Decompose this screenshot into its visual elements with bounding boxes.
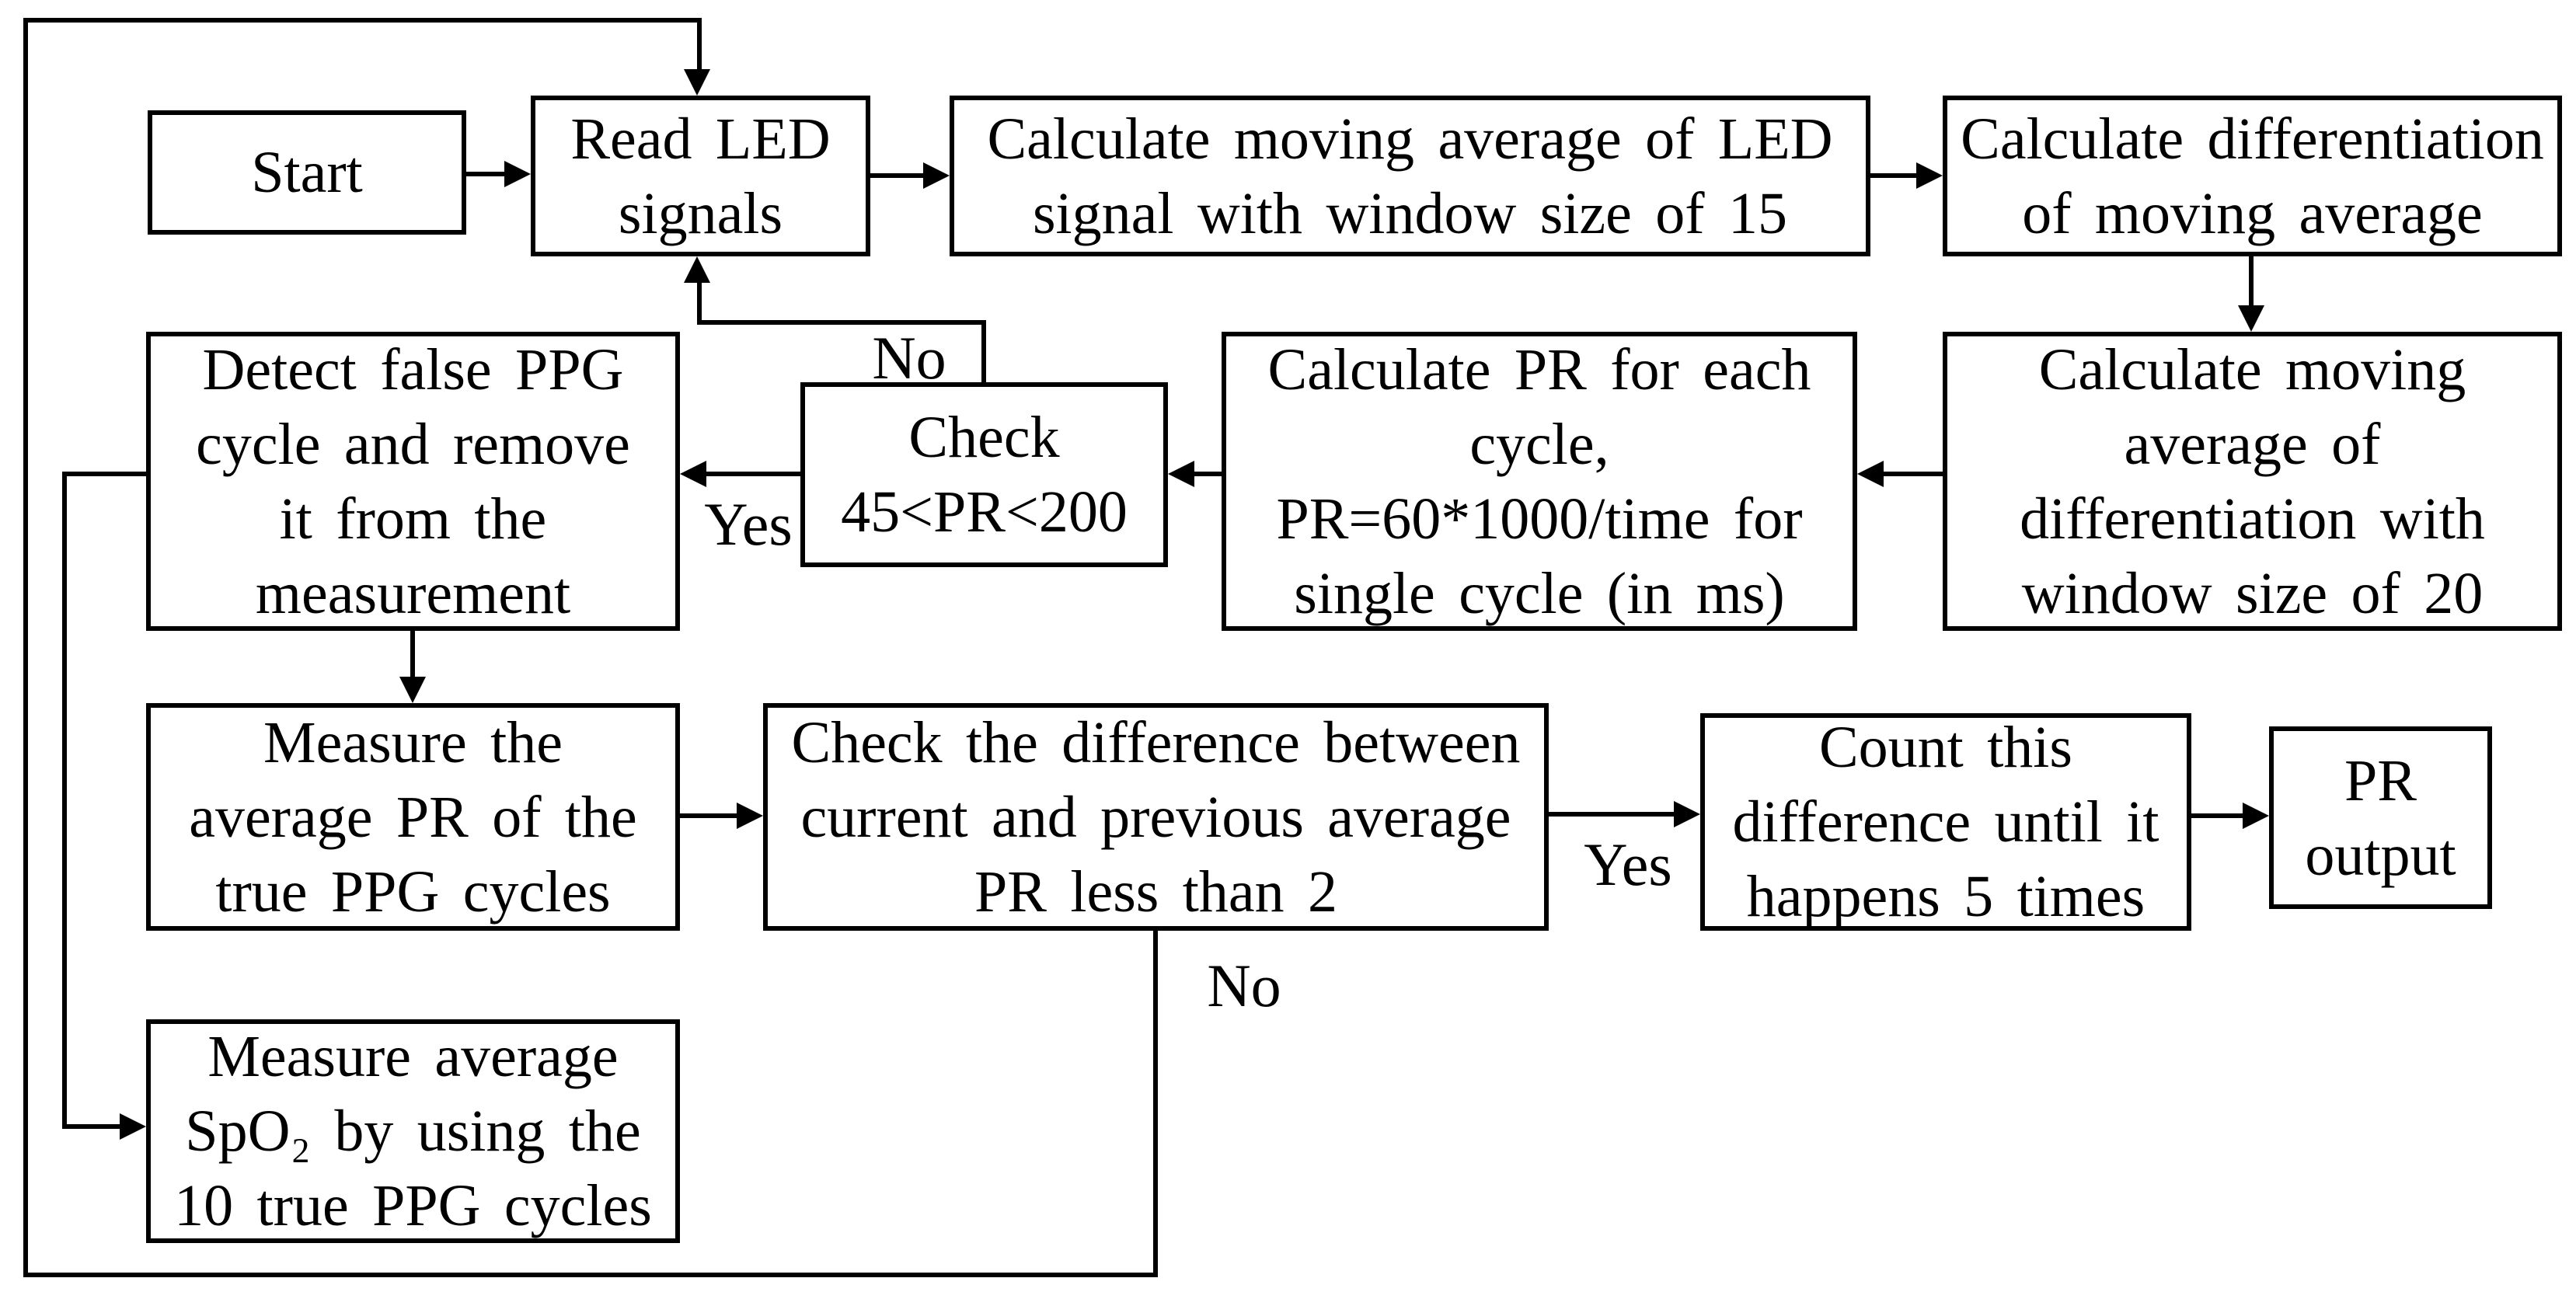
connector-outer-top-drop <box>697 18 702 69</box>
arrowhead-into-spo2 <box>120 1113 146 1140</box>
connector-measure-pr-to-check-diff <box>680 813 737 818</box>
arrowhead-moving-average-to-differentiation <box>1916 162 1943 189</box>
connector-into-spo2 <box>64 1124 120 1129</box>
arrowhead-into-check-diff <box>737 803 763 829</box>
connector-to-calc-pr <box>1884 472 1943 476</box>
connector-detect-to-measure-pr <box>410 631 415 677</box>
arrowhead-into-moving-average-differentiation <box>2238 305 2264 332</box>
connector-check-pr-no-up <box>981 322 986 382</box>
arrowhead-start-to-read-led <box>504 161 531 187</box>
connector-moving-average-to-differentiation <box>1870 173 1916 178</box>
arrowhead-into-read-led-bottom <box>684 256 710 283</box>
edge-label-yes-left: Yes <box>704 490 793 558</box>
arrowhead-into-read-led-top <box>684 69 710 96</box>
connector-check-pr-yes <box>706 472 800 476</box>
connector-outer-bottom <box>23 1273 1158 1277</box>
connector-read-led-to-moving-average <box>870 173 923 178</box>
edge-label-no-bottom: No <box>1207 952 1281 1019</box>
connector-check-diff-yes <box>1549 812 1674 817</box>
connector-check-pr-no-across <box>697 320 986 325</box>
edge-label-yes-right: Yes <box>1584 831 1672 898</box>
connector-calc-pr-to-check <box>1194 472 1222 476</box>
node-start-label: Start <box>251 140 363 205</box>
connector-outer-top <box>23 18 702 23</box>
arrowhead-into-calc-pr <box>1857 461 1884 487</box>
edge-label-no-top: No <box>872 324 946 392</box>
arrowhead-into-count <box>1674 801 1700 827</box>
connector-count-to-output <box>2191 813 2243 818</box>
connector-check-diff-no-down <box>1153 931 1158 1277</box>
connector-check-pr-no-rise <box>697 283 702 322</box>
arrowhead-into-measure-pr <box>399 677 426 703</box>
connector-differentiation-down <box>2249 256 2254 305</box>
arrowhead-into-detect-false <box>680 461 706 487</box>
connector-detect-spo2-down <box>62 472 67 1129</box>
arrowhead-into-pr-output <box>2243 803 2269 829</box>
arrowhead-read-led-to-moving-average <box>923 162 950 189</box>
connector-detect-left-out <box>64 472 146 476</box>
arrowhead-into-check-pr <box>1168 461 1194 487</box>
connector-start-to-read-led <box>466 172 504 176</box>
node-start: Start <box>148 110 466 235</box>
connector-outer-left <box>23 18 28 1277</box>
